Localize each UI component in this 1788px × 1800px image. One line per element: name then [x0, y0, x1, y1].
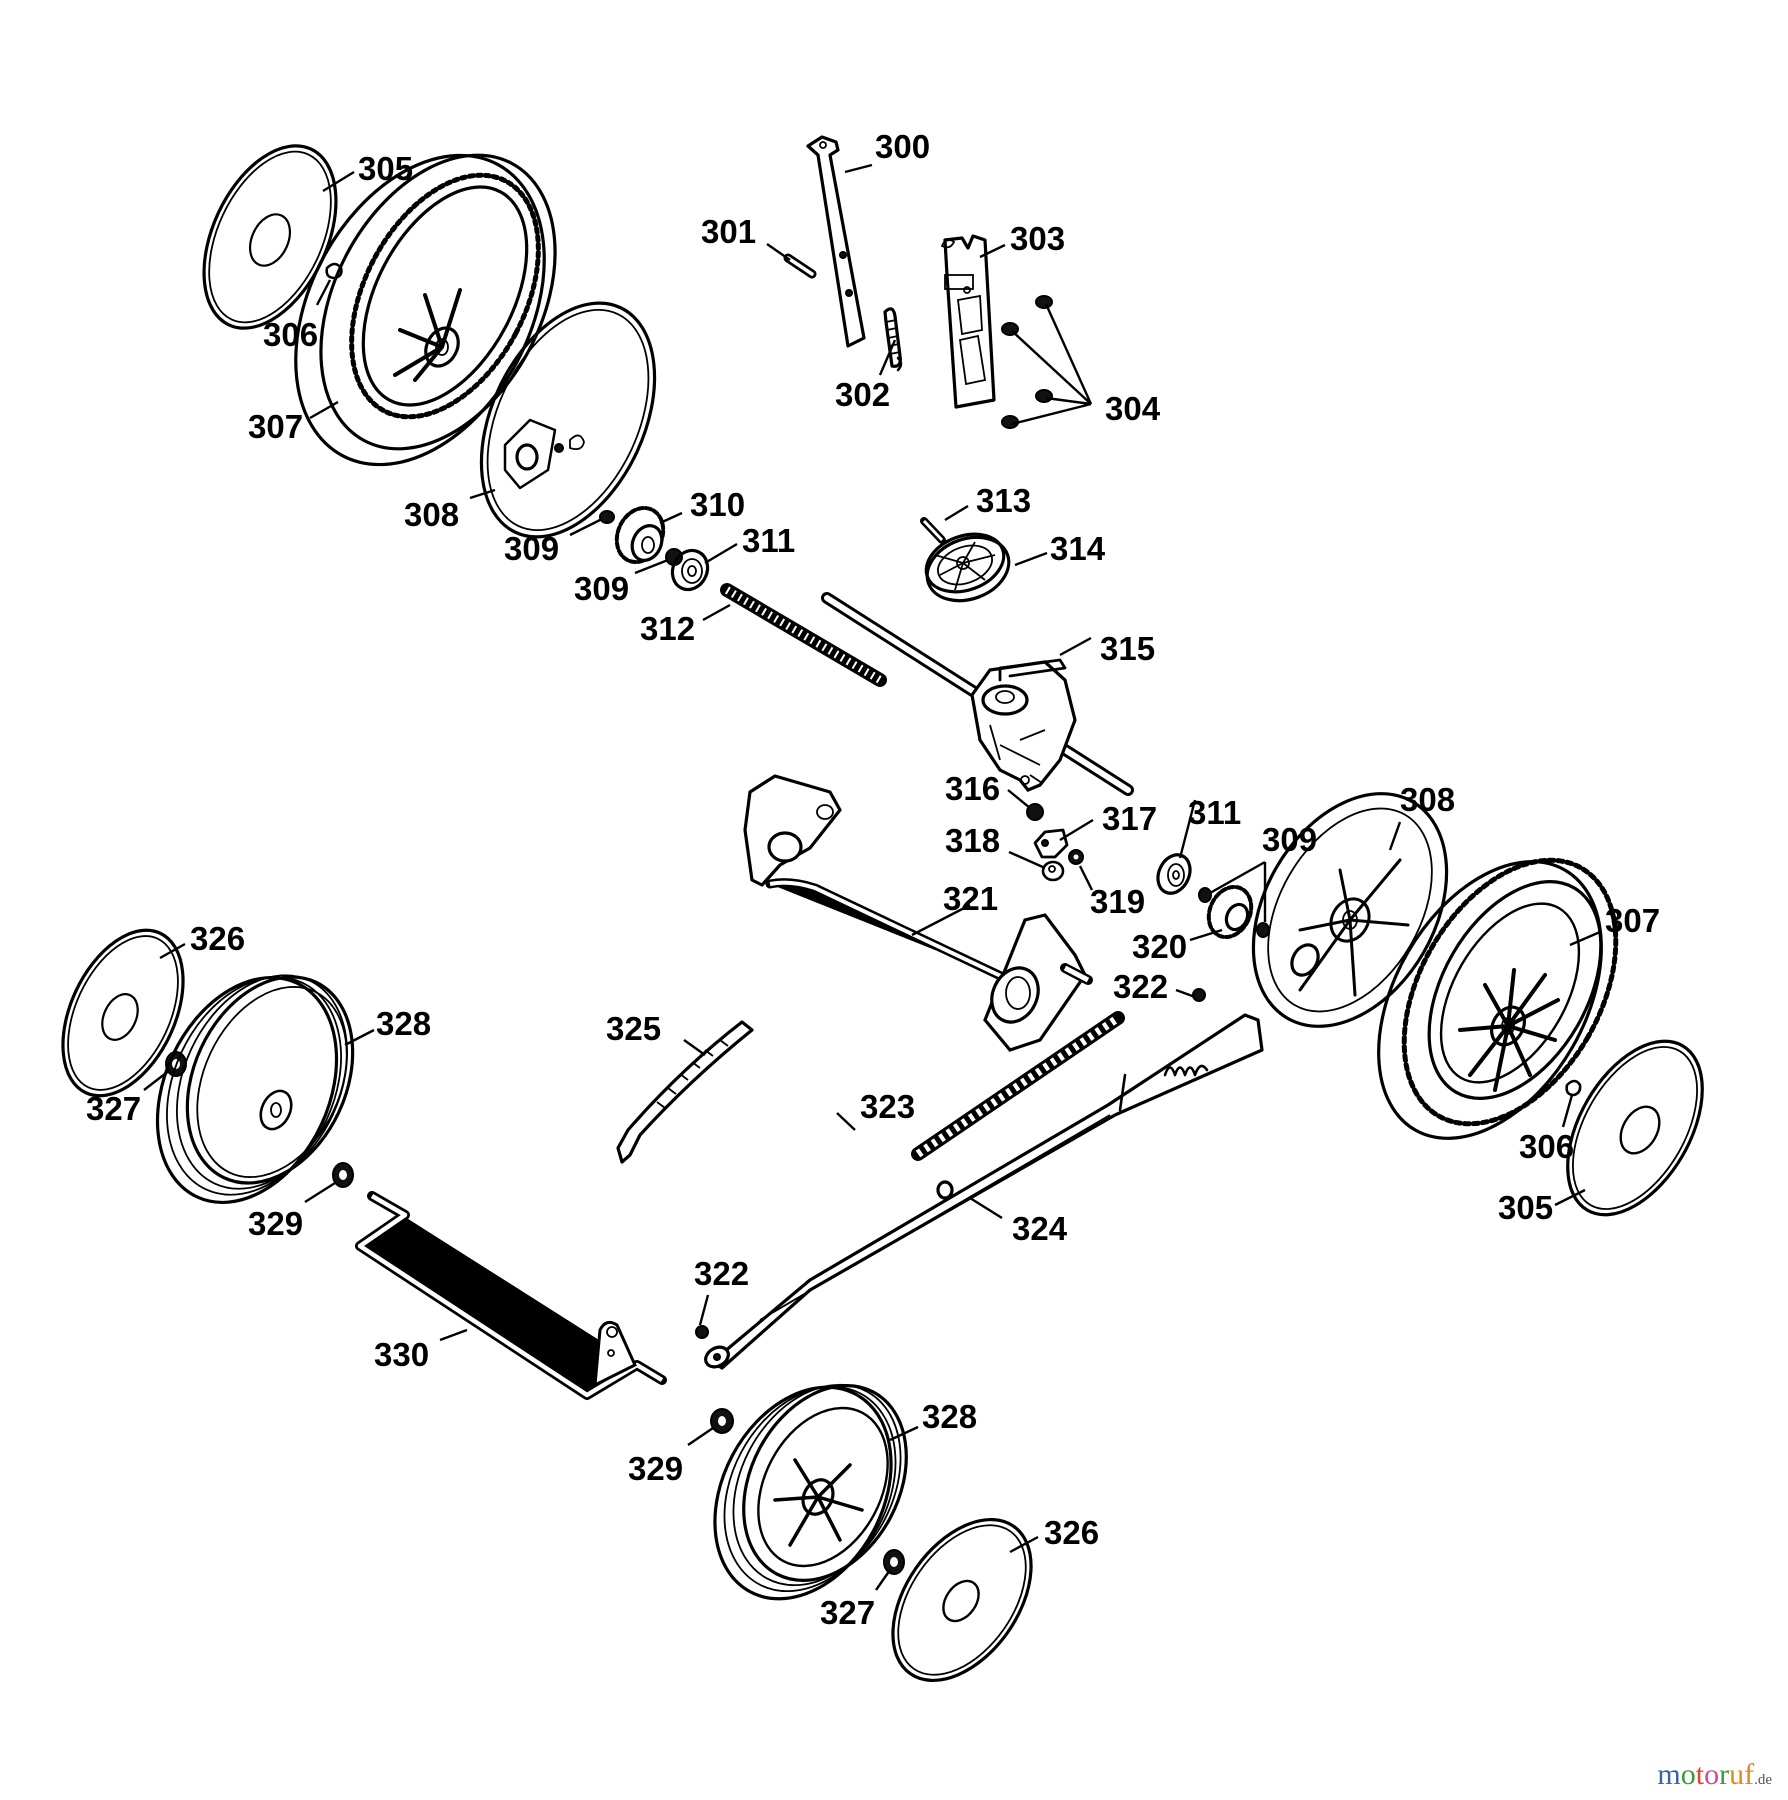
- watermark-tld: .de: [1754, 1772, 1772, 1788]
- callout-308-right[interactable]: 308: [1400, 781, 1455, 818]
- callout-300[interactable]: 300: [875, 128, 930, 165]
- watermark-letter: u: [1729, 1758, 1745, 1791]
- callout-314[interactable]: 314: [1050, 530, 1106, 567]
- callout-306-right[interactable]: 306: [1519, 1128, 1574, 1165]
- nut-306-right[interactable]: [1565, 1079, 1582, 1097]
- wheel-cover-308-top[interactable]: [447, 275, 690, 564]
- callout-318[interactable]: 318: [945, 822, 1000, 859]
- threaded-rod-323[interactable]: [911, 1011, 1125, 1161]
- lever-bar-300[interactable]: [806, 135, 866, 348]
- callout-326-left[interactable]: 326: [190, 920, 245, 957]
- callout-309-c[interactable]: 309: [1262, 821, 1317, 858]
- callout-323[interactable]: 323: [860, 1088, 915, 1125]
- height-rail-325[interactable]: [616, 1020, 754, 1164]
- callout-308-top[interactable]: 308: [404, 496, 459, 533]
- callout-307-top[interactable]: 307: [248, 408, 303, 445]
- callout-305-right[interactable]: 305: [1498, 1189, 1553, 1226]
- pulley-314[interactable]: [918, 524, 1018, 612]
- bracket-317[interactable]: [1033, 828, 1069, 859]
- callout-313[interactable]: 313: [976, 482, 1031, 519]
- mounting-plate-303[interactable]: [940, 234, 996, 409]
- wheel-cover-308-right[interactable]: [1214, 759, 1486, 1061]
- nut-319[interactable]: [1068, 849, 1084, 865]
- nut-316[interactable]: [1026, 803, 1044, 821]
- callout-labels: 300 301 302 303 304 305 306 307 308 309 …: [86, 128, 1660, 1631]
- nut-322-bottom[interactable]: [695, 1325, 709, 1339]
- callout-325[interactable]: 325: [606, 1010, 661, 1047]
- pinion-gear-310[interactable]: [608, 500, 672, 569]
- hub-cap-326-left[interactable]: [39, 911, 208, 1114]
- rear-wheel-307-top[interactable]: [245, 113, 602, 508]
- washer-309a[interactable]: [599, 510, 615, 524]
- washer-318[interactable]: [1041, 860, 1065, 882]
- pinion-gear-320[interactable]: [1201, 880, 1259, 944]
- bearing-311-bottom[interactable]: [1152, 850, 1196, 899]
- callout-311-bottom[interactable]: 311: [1188, 794, 1241, 831]
- callout-321[interactable]: 321: [943, 880, 998, 917]
- callout-326-bottom[interactable]: 326: [1044, 1514, 1099, 1551]
- callout-327-bottom[interactable]: 327: [820, 1594, 875, 1631]
- callout-309-a[interactable]: 309: [504, 530, 559, 567]
- callout-329-bottom[interactable]: 329: [628, 1450, 683, 1487]
- callout-328-left[interactable]: 328: [376, 1005, 431, 1042]
- spring-302[interactable]: [883, 307, 903, 372]
- bearing-311-top[interactable]: [666, 545, 714, 596]
- callout-307-right[interactable]: 307: [1605, 902, 1660, 939]
- watermark-letter: m: [1657, 1758, 1681, 1791]
- callout-319[interactable]: 319: [1090, 883, 1145, 920]
- hub-cap-305-right[interactable]: [1540, 1018, 1730, 1238]
- washer-309c[interactable]: [1198, 887, 1212, 903]
- callout-324[interactable]: 324: [1012, 1210, 1068, 1247]
- front-wheel-328-left[interactable]: [123, 948, 385, 1232]
- watermark-letter: t: [1695, 1758, 1705, 1791]
- front-axle-330[interactable]: [355, 1191, 667, 1400]
- callout-312[interactable]: 312: [640, 610, 695, 647]
- screws-304[interactable]: [1001, 295, 1093, 429]
- callout-316[interactable]: 316: [945, 770, 1000, 807]
- callout-301[interactable]: 301: [701, 213, 756, 250]
- watermark-letter: o: [1680, 1758, 1696, 1791]
- motoruf-watermark-logo: motoruf.de: [1657, 1758, 1772, 1792]
- washer-309d[interactable]: [1256, 922, 1270, 938]
- pin-301[interactable]: [783, 253, 817, 279]
- rear-wheel-307-right[interactable]: [1333, 823, 1660, 1178]
- callout-303[interactable]: 303: [1010, 220, 1065, 257]
- callout-311-top[interactable]: 311: [742, 522, 795, 559]
- threaded-rod-312[interactable]: [720, 583, 887, 687]
- callout-305-top[interactable]: 305: [358, 150, 413, 187]
- rear-axle-assembly-321[interactable]: [743, 774, 1093, 1052]
- callout-320[interactable]: 320: [1132, 928, 1187, 965]
- front-wheel-328-bottom[interactable]: [680, 1356, 939, 1630]
- bearing-329-bottom[interactable]: [710, 1408, 734, 1434]
- hub-cap-326-bottom[interactable]: [865, 1494, 1060, 1706]
- watermark-letter: f: [1744, 1758, 1755, 1791]
- callout-329-left[interactable]: 329: [248, 1205, 303, 1242]
- callout-302[interactable]: 302: [835, 376, 890, 413]
- bearing-329-left[interactable]: [332, 1162, 354, 1188]
- gearbox-315[interactable]: [970, 658, 1077, 792]
- nut-322-right[interactable]: [1192, 988, 1206, 1002]
- callout-322-bottom[interactable]: 322: [694, 1255, 749, 1292]
- watermark-letter: o: [1704, 1758, 1720, 1791]
- callout-304[interactable]: 304: [1105, 390, 1161, 427]
- callout-310[interactable]: 310: [690, 486, 745, 523]
- callout-306-top[interactable]: 306: [263, 316, 318, 353]
- callout-317[interactable]: 317: [1102, 800, 1157, 837]
- watermark-letter: r: [1719, 1758, 1730, 1791]
- callout-330[interactable]: 330: [374, 1336, 429, 1373]
- height-lever-324[interactable]: [702, 1013, 1264, 1371]
- callout-322-right[interactable]: 322: [1113, 968, 1168, 1005]
- leader-lines: [143, 163, 1601, 1591]
- nut-327-bottom[interactable]: [883, 1549, 905, 1575]
- pin-313[interactable]: [920, 517, 946, 544]
- watermark-letters: motoruf: [1657, 1758, 1754, 1791]
- callout-309-b[interactable]: 309: [574, 570, 629, 607]
- callout-315[interactable]: 315: [1100, 630, 1155, 667]
- callout-327-left[interactable]: 327: [86, 1090, 141, 1127]
- nut-306-top[interactable]: [325, 262, 343, 280]
- callout-328-bottom[interactable]: 328: [922, 1398, 977, 1435]
